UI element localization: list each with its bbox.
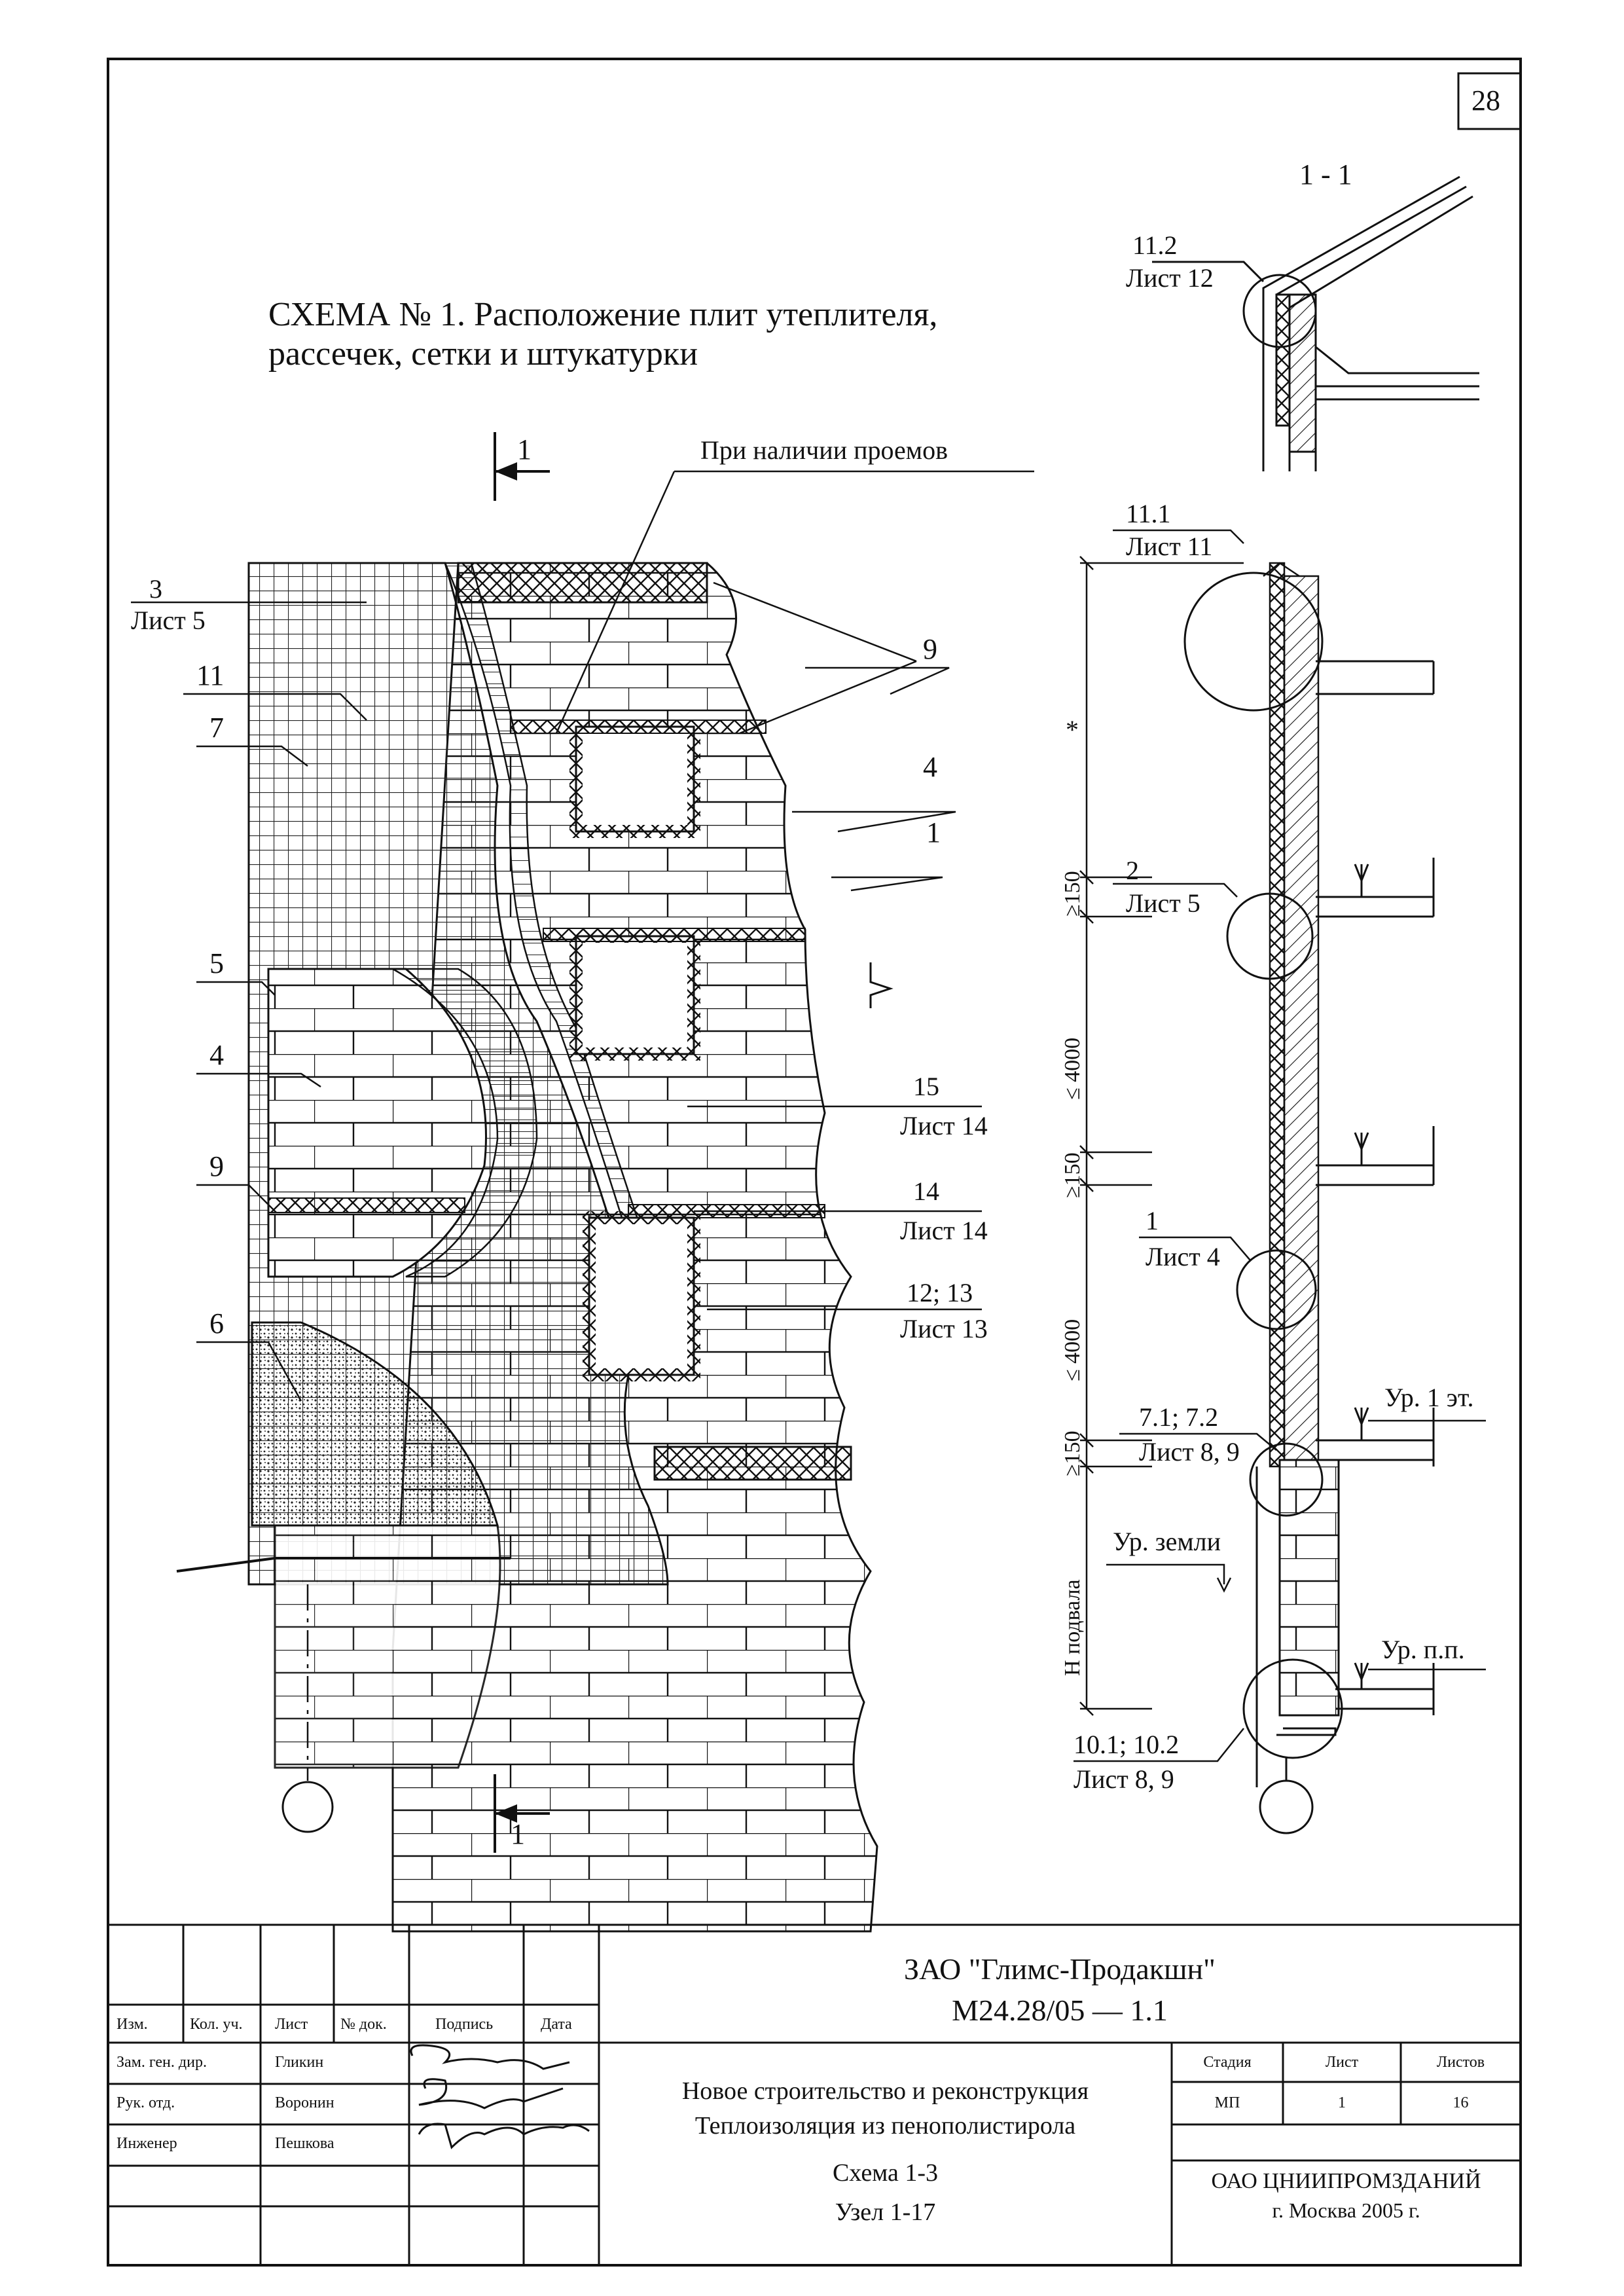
node-7-sheet: Лист 8, 9 [1139, 1437, 1240, 1467]
section-mark-bottom: 1 [511, 1818, 525, 1850]
tb-name-2: Воронин [275, 2094, 334, 2111]
ref5: 5 [209, 947, 224, 979]
signature-glikin [410, 2044, 570, 2070]
tb-head-izm: Изм. [117, 2016, 148, 2033]
signatures [410, 2044, 590, 2149]
tb-head-list: Лист [275, 2016, 308, 2033]
ref1213: 12; 13 [907, 1278, 973, 1307]
company-name: ЗАО "Глимс-Продакшн" [904, 1952, 1216, 1986]
ref3-sheet: Лист 5 [131, 606, 206, 635]
node-11-1: 11.1 [1126, 499, 1171, 528]
dim-150-a: ≥150 [1060, 871, 1085, 917]
tb-role-3: Инженер [117, 2135, 177, 2152]
tb-name-3: Пешкова [275, 2135, 334, 2152]
section-label: 1 - 1 [1299, 158, 1352, 191]
node-11-2: 11.2 [1132, 230, 1178, 260]
node-7: 7.1; 7.2 [1139, 1402, 1219, 1432]
desc-line-1: Новое строительство и реконструкция [681, 2077, 1089, 2105]
foundation-wall [1278, 1459, 1340, 1717]
cut-strip-bottom [653, 1446, 852, 1481]
stage-value: МП [1214, 2094, 1240, 2111]
node-1: 1 [1146, 1206, 1159, 1235]
ref6: 6 [209, 1307, 224, 1339]
ref14-sheet: Лист 14 [900, 1216, 988, 1245]
dim-4000-a: ≤ 4000 [1060, 1037, 1085, 1100]
level-pp: Ур. п.п. [1381, 1635, 1465, 1664]
tb-name-1: Гликин [275, 2054, 324, 2071]
ref9b: 9 [923, 633, 937, 665]
wall-layer [1283, 575, 1320, 1468]
desc-line-4: Узел 1-17 [835, 2198, 936, 2226]
section-roof-detail [1152, 175, 1479, 471]
ref15-sheet: Лист 14 [900, 1111, 988, 1140]
node-11-1-sheet: Лист 11 [1126, 532, 1213, 561]
document-code: М24.28/05 — 1.1 [952, 1994, 1168, 2027]
stage-header: Стадия [1203, 2054, 1252, 2071]
ref1213-sheet: Лист 13 [900, 1314, 988, 1343]
ref1: 1 [926, 816, 941, 848]
dim-4000-b: ≤ 4000 [1060, 1319, 1085, 1381]
title-block-grid [107, 1923, 1522, 2267]
tb-head-sign: Подпись [435, 2016, 494, 2033]
sheet-number: 28 [1471, 84, 1500, 117]
node-2: 2 [1126, 856, 1139, 885]
ref9a: 9 [209, 1150, 224, 1182]
node-10: 10.1; 10.2 [1074, 1730, 1180, 1759]
sheets-value: 16 [1453, 2094, 1469, 2111]
scheme-title-line2: рассечек, сетки и штукатурки [268, 335, 698, 373]
sheet-header: Лист [1325, 2054, 1359, 2071]
ref15: 15 [913, 1072, 939, 1101]
tb-head-kol: Кол. уч. [190, 2016, 243, 2033]
tb-role-1: Зам. ген. дир. [117, 2054, 207, 2071]
openings-note: При наличии проемов [700, 435, 948, 465]
node-10-sheet: Лист 8, 9 [1074, 1764, 1174, 1794]
sheet-value: 1 [1338, 2094, 1346, 2111]
signature-voronin [418, 2078, 564, 2109]
scheme-title-line1: СХЕМА № 1. Расположение плит утеплителя, [268, 296, 938, 333]
dim-150-c: ≥150 [1060, 1430, 1085, 1476]
sheets-header: Листов [1436, 2054, 1485, 2071]
level-ground: Ур. земли [1113, 1527, 1221, 1556]
ref7: 7 [209, 712, 224, 744]
section-wall [1074, 529, 1486, 1834]
node-11-2-sheet: Лист 12 [1126, 263, 1214, 293]
signature-peshkova [418, 2123, 590, 2149]
ground-line [176, 1557, 511, 1573]
level-floor1: Ур. 1 эт. [1384, 1383, 1474, 1412]
dim-h-basement: Н подвала [1060, 1579, 1085, 1676]
ref4a: 4 [209, 1039, 224, 1071]
node-2-sheet: Лист 5 [1126, 888, 1200, 918]
dim-150-b: ≥150 [1060, 1152, 1085, 1198]
node-1-sheet: Лист 4 [1146, 1242, 1220, 1271]
tb-head-doc: № док. [340, 2016, 387, 2033]
axis-marker-circle [281, 1781, 334, 1833]
tb-role-2: Рук. отд. [117, 2094, 175, 2111]
insulation-layer [1269, 562, 1286, 1468]
ref4b: 4 [923, 751, 937, 783]
dim-star: * [1066, 715, 1079, 744]
org-name: ОАО ЦНИИПРОМЗДАНИЙ [1211, 2169, 1481, 2193]
ref3-num: 3 [149, 574, 162, 604]
section-mark-top: 1 [517, 433, 532, 465]
plaster-finish [251, 1321, 499, 1527]
ref11: 11 [196, 659, 225, 691]
wall-elevation [176, 432, 893, 1933]
cut-strip-top [457, 562, 708, 604]
elevation-leaders [131, 470, 1034, 1402]
desc-line-2: Теплоизоляция из пенополистирола [695, 2112, 1076, 2140]
ref14: 14 [913, 1176, 939, 1206]
org-city: г. Москва 2005 г. [1272, 2198, 1420, 2222]
desc-line-3: Схема 1-3 [832, 2159, 939, 2187]
tb-head-date: Дата [541, 2016, 572, 2033]
sheet-number-box [1457, 72, 1522, 130]
